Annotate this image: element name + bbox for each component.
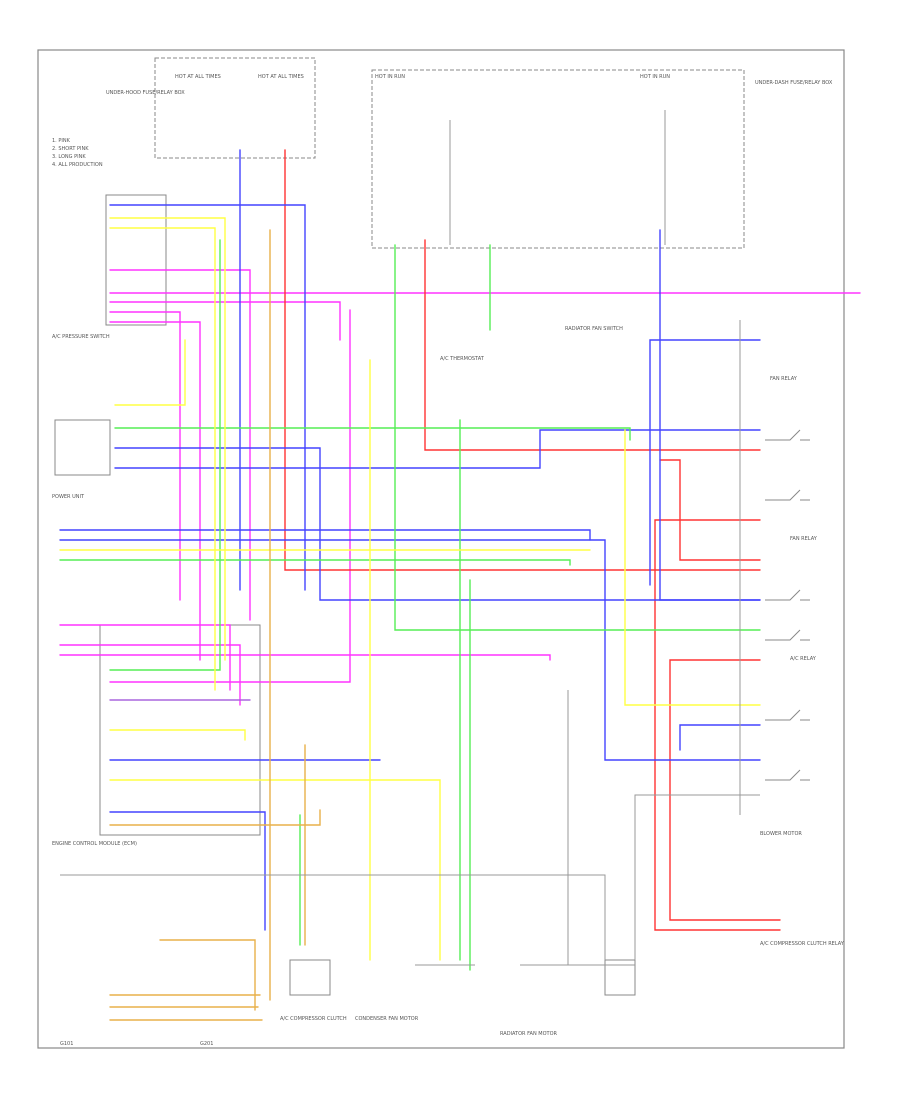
wire-pink-8 xyxy=(59,654,551,661)
wire-green-2 xyxy=(114,427,631,441)
wire-blue-6 xyxy=(59,529,591,541)
wire-red-4 xyxy=(669,659,781,921)
label-ac-relay: A/C RELAY xyxy=(790,656,817,662)
legend: 1. PINK 2. SHORT PINK 3. LONG PINK 4. AL… xyxy=(52,138,103,168)
wire-orange-4 xyxy=(159,939,256,1011)
label-condenser-fan: CONDENSER FAN MOTOR xyxy=(355,1016,419,1022)
ground-line-1 xyxy=(60,874,606,960)
label-hot-at-all-times-2: HOT AT ALL TIMES xyxy=(258,74,304,80)
label-bottom-center: RADIATOR FAN SWITCH xyxy=(565,326,623,332)
wire-yellow-3 xyxy=(109,779,441,961)
label-fan-relay-1: FAN RELAY xyxy=(770,376,798,382)
wire-blue-8 xyxy=(659,229,761,601)
wire-red-3 xyxy=(659,459,761,561)
wire-pink-7 xyxy=(59,644,241,706)
label-fan-relay-2: FAN RELAY xyxy=(790,536,818,542)
label-compressor-clutch: A/C COMPRESSOR CLUTCH xyxy=(280,1016,347,1022)
legend-item-2: 2. SHORT PINK xyxy=(52,146,89,152)
wire-pink-9 xyxy=(109,321,201,661)
relay-switch-2 xyxy=(765,489,810,501)
connector-block-top xyxy=(105,194,167,326)
label-ground-right: G201 xyxy=(200,1041,213,1047)
label-underhood-box: UNDER-HOOD FUSE/RELAY BOX xyxy=(106,90,185,96)
label-bottom-right-module: A/C COMPRESSOR CLUTCH RELAY xyxy=(760,941,845,947)
legend-item-4: 4. ALL PRODUCTION xyxy=(52,162,103,168)
relay-switch-4 xyxy=(765,629,810,641)
connector-block-left xyxy=(54,419,111,476)
wire-yellow-8 xyxy=(114,339,186,406)
fuse-labels: HOT AT ALL TIMES HOT AT ALL TIMES HOT IN… xyxy=(106,74,833,96)
wire-blue-4 xyxy=(114,447,761,601)
relay-switch-1 xyxy=(765,429,810,441)
underdash-fuse-box xyxy=(371,69,745,249)
wire-pink-2 xyxy=(109,301,341,341)
ground-lines xyxy=(60,110,760,966)
relay-switch-5 xyxy=(765,709,810,721)
wire-pink-4 xyxy=(109,311,181,601)
wire-green-1 xyxy=(394,244,761,631)
wire-red-5 xyxy=(654,519,781,931)
relay-switch-6 xyxy=(765,769,810,781)
label-ecm-bottom: ENGINE CONTROL MODULE (ECM) xyxy=(52,841,137,847)
label-hot-in-run-1: HOT IN RUN xyxy=(375,74,405,80)
label-underdash-box: UNDER-DASH FUSE/RELAY BOX xyxy=(755,80,833,86)
wire-blue-9 xyxy=(649,339,761,586)
relay-switch-3 xyxy=(765,589,810,601)
wire-yellow-6 xyxy=(109,729,246,741)
wire-green-3 xyxy=(59,559,571,566)
wire-blue-11 xyxy=(679,724,761,751)
wire-orange-2 xyxy=(109,809,321,826)
label-ac-pressure-switch: A/C PRESSURE SWITCH xyxy=(52,334,110,340)
wire-pink-6 xyxy=(59,624,231,691)
label-ac-thermostat: A/C THERMOSTAT xyxy=(440,356,485,362)
blower-block xyxy=(289,959,331,996)
wire-blue-3 xyxy=(109,204,306,591)
wire-blue-2 xyxy=(59,539,761,761)
wire-yellow-5 xyxy=(624,429,761,706)
label-power-unit: POWER UNIT xyxy=(52,494,85,500)
ground-line-2 xyxy=(634,794,760,960)
label-radiator-fan: RADIATOR FAN MOTOR xyxy=(500,1031,558,1037)
wire-red-2 xyxy=(424,239,761,451)
relay-block-bottom-right xyxy=(604,959,636,996)
diagram-border xyxy=(37,49,845,1049)
wire-red-1 xyxy=(284,149,761,571)
wire-blue-10 xyxy=(109,811,266,931)
wire-layer xyxy=(59,149,861,1021)
label-ground-left: G101 xyxy=(60,1041,73,1047)
wire-blue-5 xyxy=(114,429,761,469)
label-blower: BLOWER MOTOR xyxy=(760,831,802,837)
wire-yellow-1 xyxy=(109,217,226,661)
label-hot-at-all-times-1: HOT AT ALL TIMES xyxy=(175,74,221,80)
legend-item-1: 1. PINK xyxy=(52,138,71,144)
wire-pink-3 xyxy=(109,269,251,621)
right-relays xyxy=(765,429,810,781)
legend-item-3: 3. LONG PINK xyxy=(52,154,86,160)
label-hot-in-run-2: HOT IN RUN xyxy=(640,74,670,80)
wire-yellow-7 xyxy=(109,227,216,691)
wire-green-8 xyxy=(109,239,221,671)
underhood-fuse-box xyxy=(154,57,316,159)
wire-pink-5 xyxy=(109,309,351,683)
component-labels: A/C PRESSURE SWITCH POWER UNIT ENGINE CO… xyxy=(52,326,845,1047)
